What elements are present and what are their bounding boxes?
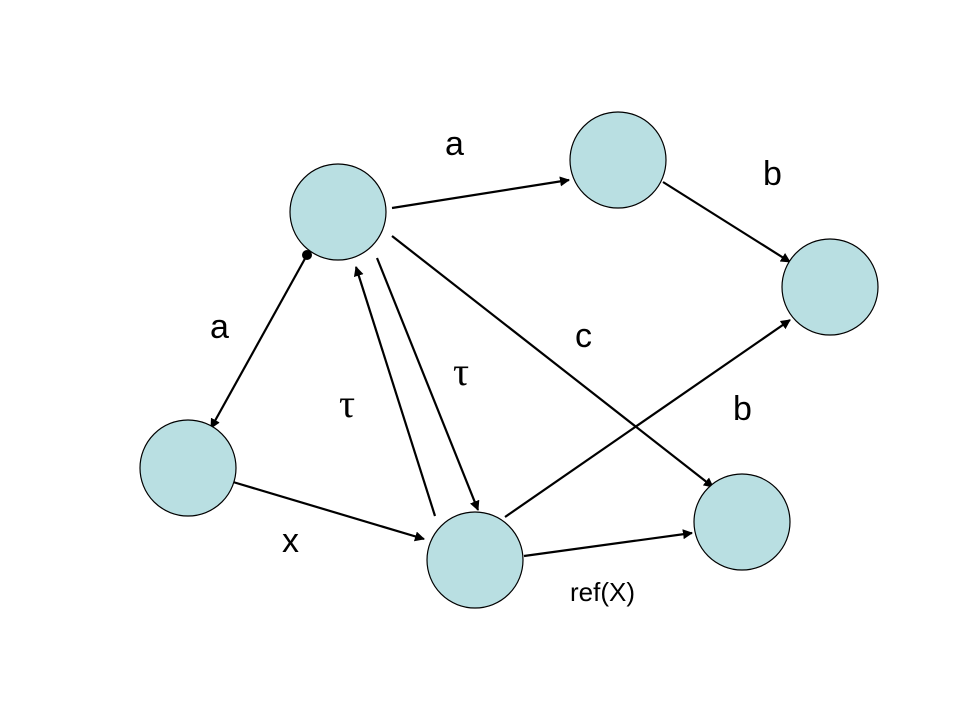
edge-a-top xyxy=(391,176,570,210)
node-left xyxy=(139,419,237,517)
label-tau-up: τ xyxy=(339,381,355,426)
label-edge-a-top: a xyxy=(445,125,464,163)
initial-state-dot xyxy=(302,250,312,260)
edge-c xyxy=(391,235,714,488)
label-tau-down: τ xyxy=(453,349,469,394)
label-edge-b-top: b xyxy=(763,155,782,193)
edge-b-top xyxy=(662,181,791,263)
edge-x xyxy=(232,480,425,542)
label-edge-a-left: a xyxy=(210,308,229,346)
edge-ref xyxy=(523,529,693,558)
label-edge-b-mid: b xyxy=(733,390,752,428)
node-right xyxy=(781,238,879,336)
edge-b-mid xyxy=(504,319,791,518)
edge-tau-down xyxy=(375,257,480,511)
node-top xyxy=(569,111,667,209)
label-edge-x: x xyxy=(282,522,299,560)
edge-tau-up xyxy=(353,266,437,517)
edge-a-left xyxy=(210,254,308,429)
label-edge-ref: ref(X) xyxy=(570,577,635,607)
node-bottom-center xyxy=(426,511,524,609)
node-top-left xyxy=(289,163,387,261)
node-bottom-right xyxy=(693,473,791,571)
label-edge-c: c xyxy=(575,317,592,355)
